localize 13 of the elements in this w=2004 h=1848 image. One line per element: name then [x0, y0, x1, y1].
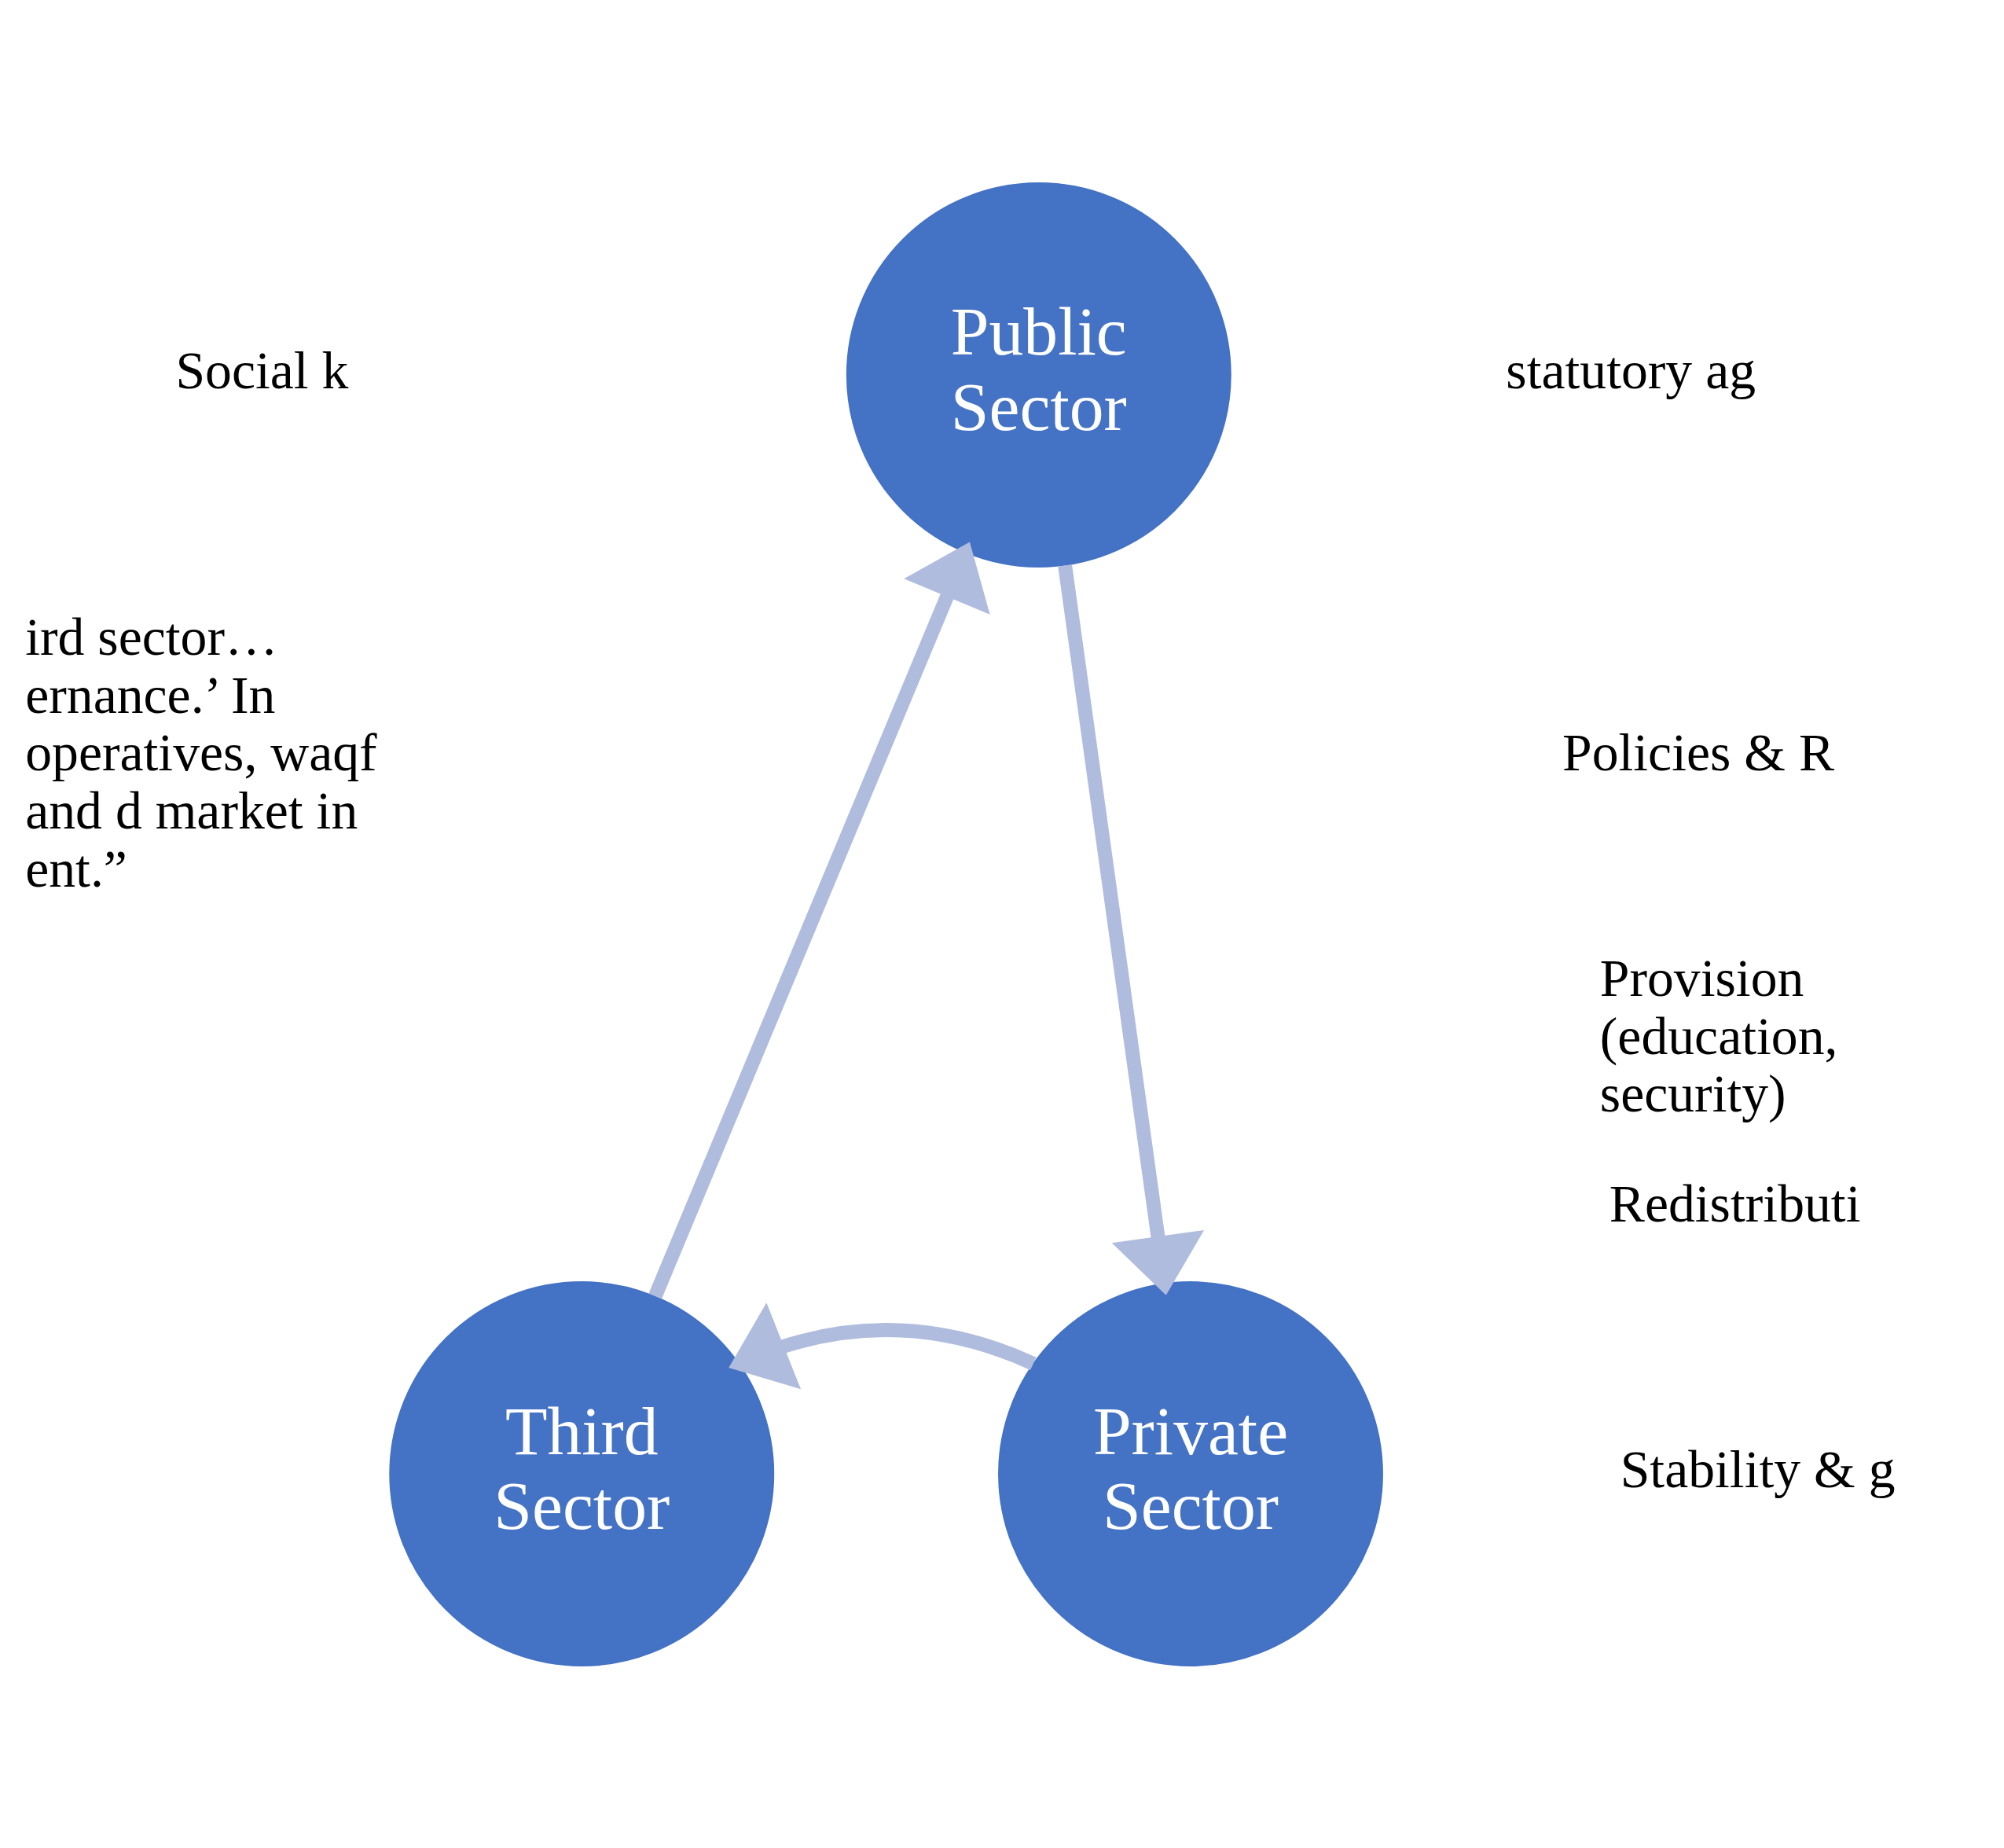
- arrow: [1058, 564, 1205, 1295]
- label: Social k: [175, 340, 349, 400]
- label: Policies & R: [1562, 722, 1835, 782]
- node-circle: Third Sector: [389, 1280, 775, 1666]
- label: statutory ag: [1506, 340, 1756, 400]
- arrow: [729, 1302, 1037, 1389]
- arrow: [648, 542, 990, 1299]
- node-circle: Private Sector: [998, 1280, 1383, 1666]
- node-circle: Public Sector: [846, 182, 1231, 568]
- label: Redistributi: [1609, 1174, 1861, 1233]
- label: Stability & g: [1620, 1439, 1896, 1499]
- label: ird sector… ernance.’ In operatives, waqf and d market in ent.”: [25, 607, 377, 898]
- label: Provision (education, security): [1599, 948, 1838, 1123]
